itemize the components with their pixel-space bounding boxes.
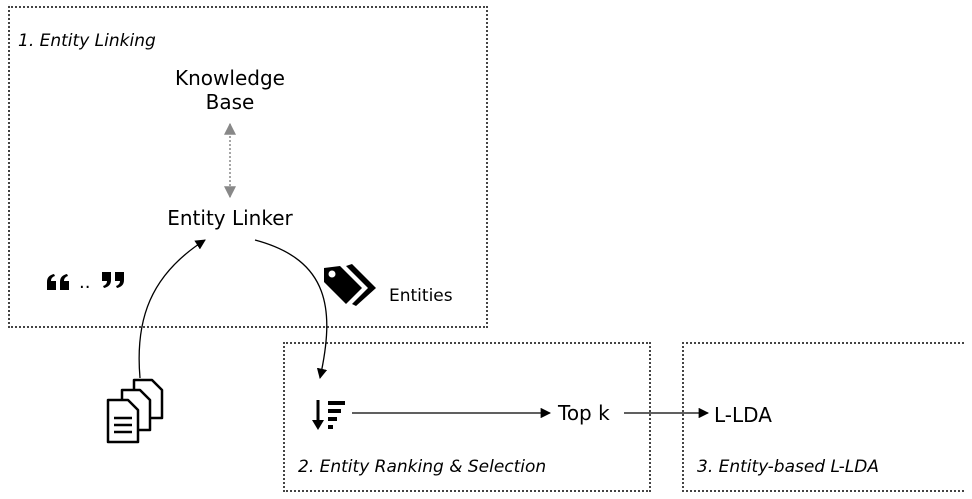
entity-linking-label: 1. Entity Linking — [18, 31, 156, 51]
knowledge-base-line1: Knowledge — [175, 66, 285, 90]
entity-linker-node: Entity Linker — [167, 206, 293, 230]
knowledge-base-node: Knowledge Base — [160, 66, 300, 114]
documents-icon — [104, 378, 166, 444]
quote-icon: .. — [46, 270, 126, 294]
llda-box — [682, 342, 964, 492]
llda-node: L-LDA — [714, 403, 772, 427]
entity-linking-box — [8, 6, 488, 328]
linker-to-ranking-arrow — [254, 239, 328, 380]
top-k-node: Top k — [558, 401, 610, 425]
tags-icon — [322, 262, 380, 308]
quote-dots: .. — [79, 272, 91, 293]
documents-to-linker-arrow — [138, 239, 206, 379]
knowledge-base-line2: Base — [205, 90, 255, 114]
ranking-box — [283, 342, 651, 492]
ranking-label: 2. Entity Ranking & Selection — [298, 457, 547, 477]
sort-descending-icon — [311, 398, 347, 432]
entities-label: Entities — [389, 286, 453, 306]
llda-label: 3. Entity-based L-LDA — [697, 457, 879, 477]
